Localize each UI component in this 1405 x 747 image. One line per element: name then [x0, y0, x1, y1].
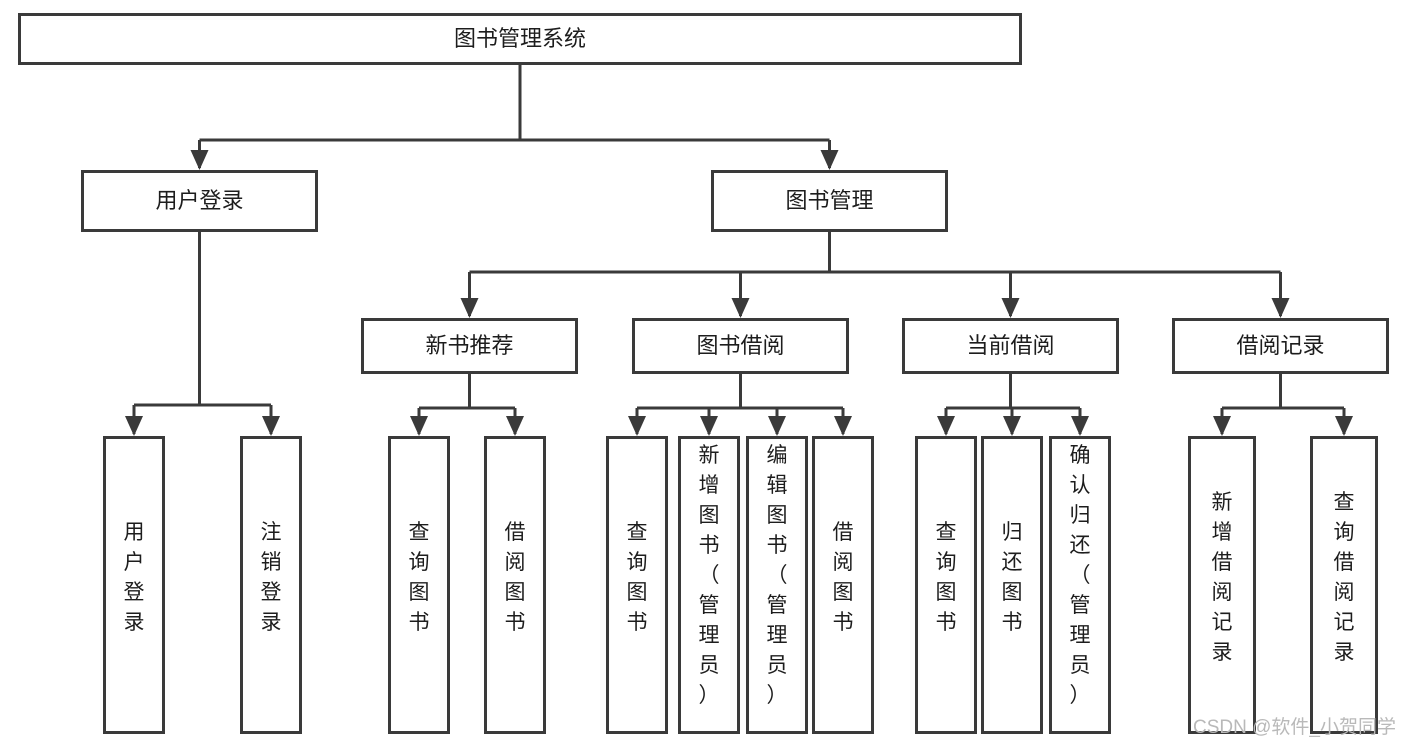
node-root-图书管理系统[interactable]: 图书管理系统 [18, 13, 1022, 65]
node-l2-借阅记录-label: 借阅记录 [1236, 333, 1324, 358]
node-l2-新书推荐[interactable]: 新书推荐 [361, 318, 578, 374]
edge-current-arrow-0 [937, 416, 955, 436]
node-leaf-2-查询图书[interactable]: 查询图书 [388, 436, 450, 734]
node-l2-当前借阅-label: 当前借阅 [966, 333, 1054, 358]
node-leaf-12-查询借阅记录[interactable]: 查询借阅记录 [1310, 436, 1378, 734]
edge-user-login-arrow-1 [262, 416, 280, 436]
node-leaf-8-查询图书[interactable]: 查询图书 [915, 436, 977, 734]
node-leaf-5-新增图书管理员[interactable]: 新增图书（管理员） [678, 436, 740, 734]
node-leaf-1-注销登录[interactable]: 注销登录 [240, 436, 302, 734]
node-leaf-3-借阅图书-label: 借阅图书 [505, 521, 526, 634]
node-leaf-4-查询图书[interactable]: 查询图书 [606, 436, 668, 734]
edge-book-mgmt-arrow-3 [1271, 298, 1290, 318]
node-leaf-4-查询图书-label: 查询图书 [627, 521, 648, 634]
node-leaf-7-借阅图书-label: 借阅图书 [833, 521, 854, 634]
node-leaf-10-确认归还管理员-rect [1049, 436, 1111, 734]
edge-borrow-arrow-0 [628, 416, 646, 436]
node-leaf-12-查询借阅记录-label: 查询借阅记录 [1334, 491, 1355, 664]
node-leaf-0-用户登录-rect [103, 436, 165, 734]
node-l2-图书借阅[interactable]: 图书借阅 [632, 318, 849, 374]
node-leaf-9-归还图书[interactable]: 归还图书 [981, 436, 1043, 734]
node-leaf-10-确认归还管理员-label: 确认归还（管理员） [1070, 444, 1091, 707]
node-leaf-7-借阅图书[interactable]: 借阅图书 [812, 436, 874, 734]
watermark-text: CSDN @软件_小贺同学 [1193, 716, 1396, 738]
node-leaf-6-编辑图书管理员-label: 编辑图书（管理员） [767, 444, 788, 707]
edge-borrow-arrow-1 [700, 416, 718, 436]
edge-book-mgmt-arrow-0 [460, 298, 479, 318]
node-leaf-11-新增借阅记录-label: 新增借阅记录 [1212, 491, 1233, 664]
node-leaf-1-注销登录-rect [240, 436, 302, 734]
node-leaf-0-用户登录-label: 用户登录 [124, 521, 145, 634]
node-l1-用户登录[interactable]: 用户登录 [81, 170, 318, 232]
node-leaf-2-查询图书-rect [388, 436, 450, 734]
node-l2-借阅记录-rect [1172, 318, 1389, 374]
node-leaf-1-注销登录-label: 注销登录 [261, 521, 282, 634]
node-leaf-3-借阅图书-rect [484, 436, 546, 734]
node-leaf-3-借阅图书[interactable]: 借阅图书 [484, 436, 546, 734]
edge-records-arrow-1 [1335, 416, 1353, 436]
node-root-图书管理系统-label: 图书管理系统 [454, 26, 586, 51]
node-leaf-4-查询图书-rect [606, 436, 668, 734]
node-l2-图书借阅-label: 图书借阅 [696, 333, 784, 358]
node-l1-用户登录-label: 用户登录 [155, 188, 243, 213]
node-leaf-5-新增图书管理员-label: 新增图书（管理员） [699, 444, 720, 707]
edge-records-arrow-0 [1213, 416, 1231, 436]
node-layer: 图书管理系统用户登录图书管理新书推荐图书借阅当前借阅借阅记录用户登录注销登录查询… [18, 13, 1389, 734]
node-leaf-7-借阅图书-rect [812, 436, 874, 734]
edge-new-book-arrow-0 [410, 416, 428, 436]
node-leaf-12-查询借阅记录-rect [1310, 436, 1378, 734]
node-leaf-2-查询图书-label: 查询图书 [409, 521, 430, 634]
connector-layer [125, 65, 1353, 436]
edge-borrow-arrow-2 [768, 416, 786, 436]
node-l1-图书管理-rect [711, 170, 948, 232]
node-leaf-5-新增图书管理员-rect [678, 436, 740, 734]
node-leaf-11-新增借阅记录-rect [1188, 436, 1256, 734]
node-leaf-6-编辑图书管理员-rect [746, 436, 808, 734]
edge-current-arrow-1 [1003, 416, 1021, 436]
edge-current-arrow-2 [1071, 416, 1089, 436]
node-leaf-6-编辑图书管理员[interactable]: 编辑图书（管理员） [746, 436, 808, 734]
node-l2-当前借阅-rect [902, 318, 1119, 374]
node-l1-图书管理-label: 图书管理 [785, 188, 873, 213]
node-l2-新书推荐-rect [361, 318, 578, 374]
node-l2-新书推荐-label: 新书推荐 [425, 333, 513, 358]
node-l1-图书管理[interactable]: 图书管理 [711, 170, 948, 232]
edge-user-login-arrow-0 [125, 416, 143, 436]
node-leaf-9-归还图书-label: 归还图书 [1002, 521, 1023, 634]
node-l1-用户登录-rect [81, 170, 318, 232]
node-leaf-9-归还图书-rect [981, 436, 1043, 734]
node-leaf-8-查询图书-label: 查询图书 [936, 521, 957, 634]
node-l2-图书借阅-rect [632, 318, 849, 374]
node-root-图书管理系统-rect [18, 13, 1022, 65]
edge-book-mgmt-arrow-2 [1001, 298, 1020, 318]
edge-root-arrow-1 [820, 150, 839, 170]
node-l2-借阅记录[interactable]: 借阅记录 [1172, 318, 1389, 374]
node-l2-当前借阅[interactable]: 当前借阅 [902, 318, 1119, 374]
node-leaf-0-用户登录[interactable]: 用户登录 [103, 436, 165, 734]
edge-new-book-arrow-1 [506, 416, 524, 436]
edge-book-mgmt-arrow-1 [731, 298, 750, 318]
edge-root-arrow-0 [190, 150, 209, 170]
node-leaf-8-查询图书-rect [915, 436, 977, 734]
node-leaf-11-新增借阅记录[interactable]: 新增借阅记录 [1188, 436, 1256, 734]
node-leaf-10-确认归还管理员[interactable]: 确认归还（管理员） [1049, 436, 1111, 734]
edge-borrow-arrow-3 [834, 416, 852, 436]
